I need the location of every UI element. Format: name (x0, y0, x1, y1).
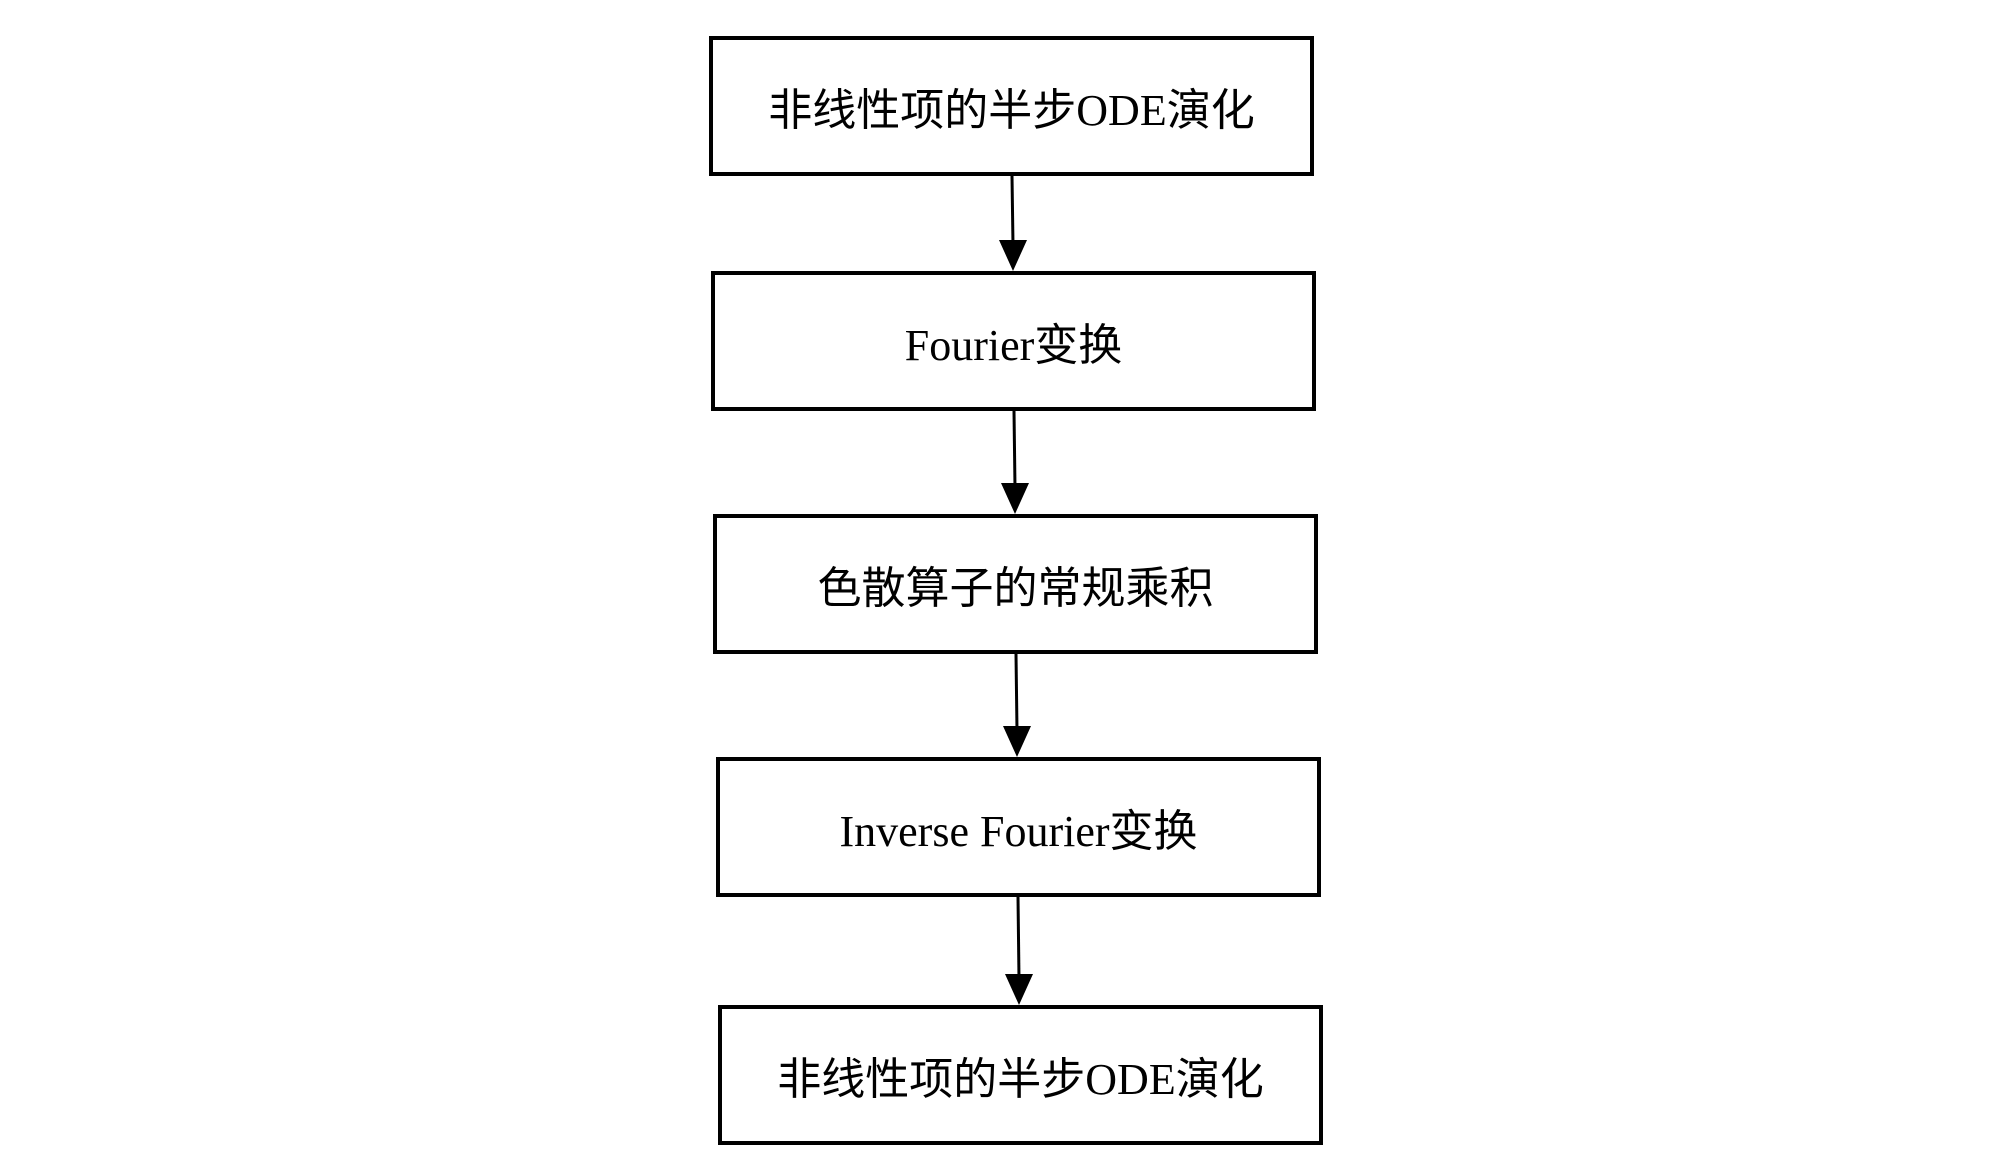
step-box-nonlinear-ode-half-step-end: 非线性项的半步ODE演化 (718, 1005, 1323, 1145)
arrow-2-to-3 (1001, 410, 1029, 514)
step-label: 色散算子的常规乘积 (817, 564, 1214, 613)
arrow-4-to-5 (1005, 896, 1033, 1005)
step-box-inverse-fourier-transform: Inverse Fourier变换 (716, 757, 1321, 897)
arrow-3-to-4 (1003, 653, 1031, 757)
step-box-nonlinear-ode-half-step-start: 非线性项的半步ODE演化 (709, 36, 1314, 176)
arrow-1-to-2 (999, 175, 1027, 271)
step-box-dispersion-operator-product: 色散算子的常规乘积 (713, 514, 1318, 654)
step-label: Fourier变换 (904, 321, 1123, 370)
step-label: Inverse Fourier变换 (839, 807, 1198, 856)
step-box-fourier-transform: Fourier变换 (711, 271, 1316, 411)
step-label: 非线性项的半步ODE演化 (777, 1055, 1264, 1104)
step-label: 非线性项的半步ODE演化 (768, 86, 1255, 135)
